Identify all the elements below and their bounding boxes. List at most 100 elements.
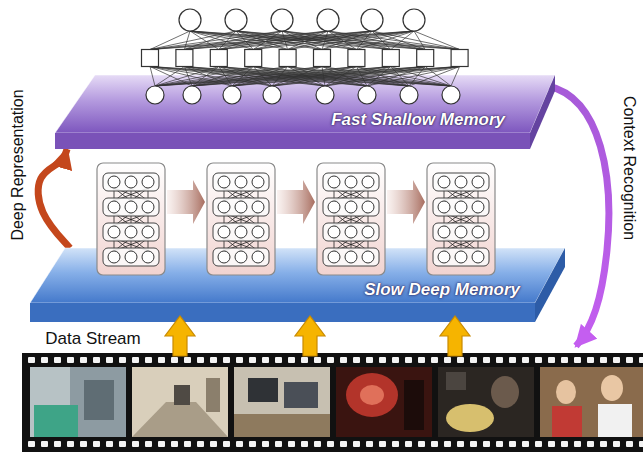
network-link — [236, 31, 391, 50]
network-link — [184, 67, 409, 87]
layer-unit — [142, 201, 154, 213]
film-frame — [438, 367, 534, 437]
network-link — [391, 67, 451, 87]
layer-link — [131, 238, 148, 251]
network-link — [253, 67, 409, 87]
sprocket-hole — [366, 357, 373, 363]
layer-link — [148, 188, 149, 201]
network-link — [219, 67, 232, 87]
network-link — [150, 31, 190, 50]
layer-link — [114, 213, 148, 226]
sprocket-hole — [132, 357, 139, 363]
network-link — [192, 67, 322, 87]
layer-link — [224, 213, 241, 226]
network-unit — [361, 9, 383, 31]
network-link — [219, 67, 451, 87]
sprocket-hole — [236, 357, 243, 363]
sprocket-hole — [210, 441, 217, 447]
sprocket-hole — [262, 441, 269, 447]
layer-row — [213, 173, 269, 191]
slab-side — [530, 75, 555, 149]
network-link — [150, 67, 451, 87]
network-link — [184, 31, 328, 50]
layer-link — [114, 188, 148, 201]
network-link — [253, 67, 451, 87]
layer-link — [241, 238, 258, 251]
sprocket-hole — [379, 441, 386, 447]
network-link — [192, 67, 460, 87]
layer-unit — [472, 201, 484, 213]
layer-link — [444, 188, 461, 201]
sprocket-hole — [431, 357, 438, 363]
layer-link — [334, 188, 368, 201]
sprocket-hole — [574, 441, 581, 447]
sprocket-hole — [561, 357, 568, 363]
network-link — [272, 67, 460, 87]
layer-link — [224, 238, 241, 251]
network-link — [155, 67, 184, 87]
sprocket-hole — [80, 357, 87, 363]
layer-link — [444, 188, 445, 201]
card-frame — [317, 163, 385, 275]
sprocket-hole — [522, 441, 529, 447]
layer-row — [323, 248, 379, 266]
sprocket-hole — [509, 441, 516, 447]
fast-memory-slab: Fast Shallow Memory — [55, 75, 555, 149]
label-box: Data Stream — [45, 330, 140, 348]
network-link — [236, 31, 356, 50]
sprocket-hole — [288, 441, 295, 447]
layer-unit — [108, 251, 120, 263]
layer-link — [131, 188, 132, 201]
network-link — [325, 67, 356, 87]
network-link — [414, 31, 460, 50]
layer-unit — [455, 226, 467, 238]
layer-link — [241, 188, 258, 201]
network-link — [232, 67, 460, 87]
slab-title: Slow Deep Memory — [364, 280, 520, 300]
network-link — [150, 31, 372, 50]
network-link — [190, 31, 425, 50]
shallow-network — [142, 9, 469, 104]
network-link — [253, 67, 272, 87]
layer-link — [241, 238, 258, 251]
network-hidden-unit — [279, 50, 296, 67]
data-stream-label: Data Stream — [45, 330, 140, 348]
network-link — [451, 67, 460, 87]
film-frame — [540, 367, 643, 437]
sprocket-hole — [340, 441, 347, 447]
network-link — [325, 67, 460, 87]
network-unit — [271, 9, 293, 31]
layer-link — [351, 213, 352, 226]
network-link — [253, 31, 282, 50]
layer-link — [461, 213, 478, 226]
layer-link — [351, 188, 368, 201]
layer-link — [334, 188, 335, 201]
sprocket-hole — [444, 441, 451, 447]
flow-chevron — [167, 180, 205, 224]
film-frame — [30, 367, 126, 437]
sprocket-hole — [158, 441, 165, 447]
layer-link — [114, 188, 148, 201]
network-link — [192, 67, 425, 87]
sprocket-hole — [613, 441, 620, 447]
layer-row — [433, 173, 489, 191]
network-link — [328, 31, 391, 50]
network-link — [322, 67, 409, 87]
sprocket-hole — [249, 357, 256, 363]
network-link — [253, 67, 325, 87]
layer-unit — [328, 251, 340, 263]
layer-unit — [345, 201, 357, 213]
layer-link — [444, 238, 445, 251]
layer-unit — [345, 251, 357, 263]
sprocket-hole — [106, 357, 113, 363]
sprocket-hole — [483, 441, 490, 447]
sprocket-hole — [171, 357, 178, 363]
layer-link — [114, 238, 148, 251]
sprocket-hole — [314, 441, 321, 447]
layer-row — [323, 223, 379, 241]
layer-row — [213, 248, 269, 266]
edge-arrow — [38, 149, 70, 248]
data-stream-arrow — [440, 316, 470, 356]
layer-link — [444, 213, 461, 226]
network-link — [372, 31, 425, 50]
